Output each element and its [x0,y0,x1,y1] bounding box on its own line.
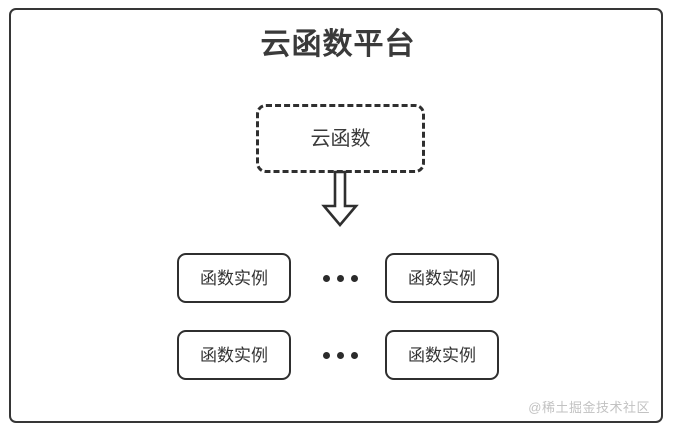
cloud-function-label: 云函数 [310,127,371,150]
ellipsis-icon [310,330,370,380]
down-block-arrow-icon [318,170,362,228]
instance-row: 函数实例 函数实例 [0,330,676,380]
ellipsis-dot [336,274,344,282]
ellipsis-dot [322,351,330,359]
instance-row: 函数实例 函数实例 [0,253,676,303]
ellipsis-dot [350,274,358,282]
cloud-function-node: 云函数 [256,104,425,173]
function-instance-label: 函数实例 [200,345,268,365]
watermark: @稀土掘金技术社区 [528,400,650,415]
ellipsis-dot [322,274,330,282]
function-instance-label: 函数实例 [408,345,476,365]
function-instance-box: 函数实例 [177,330,291,380]
function-instance-box: 函数实例 [385,330,499,380]
function-instance-label: 函数实例 [408,268,476,288]
function-instance-label: 函数实例 [200,268,268,288]
function-instance-box: 函数实例 [177,253,291,303]
function-instance-box: 函数实例 [385,253,499,303]
ellipsis-dot [350,351,358,359]
page-title: 云函数平台 [260,28,416,61]
ellipsis-dot [336,351,344,359]
ellipsis-icon [310,253,370,303]
